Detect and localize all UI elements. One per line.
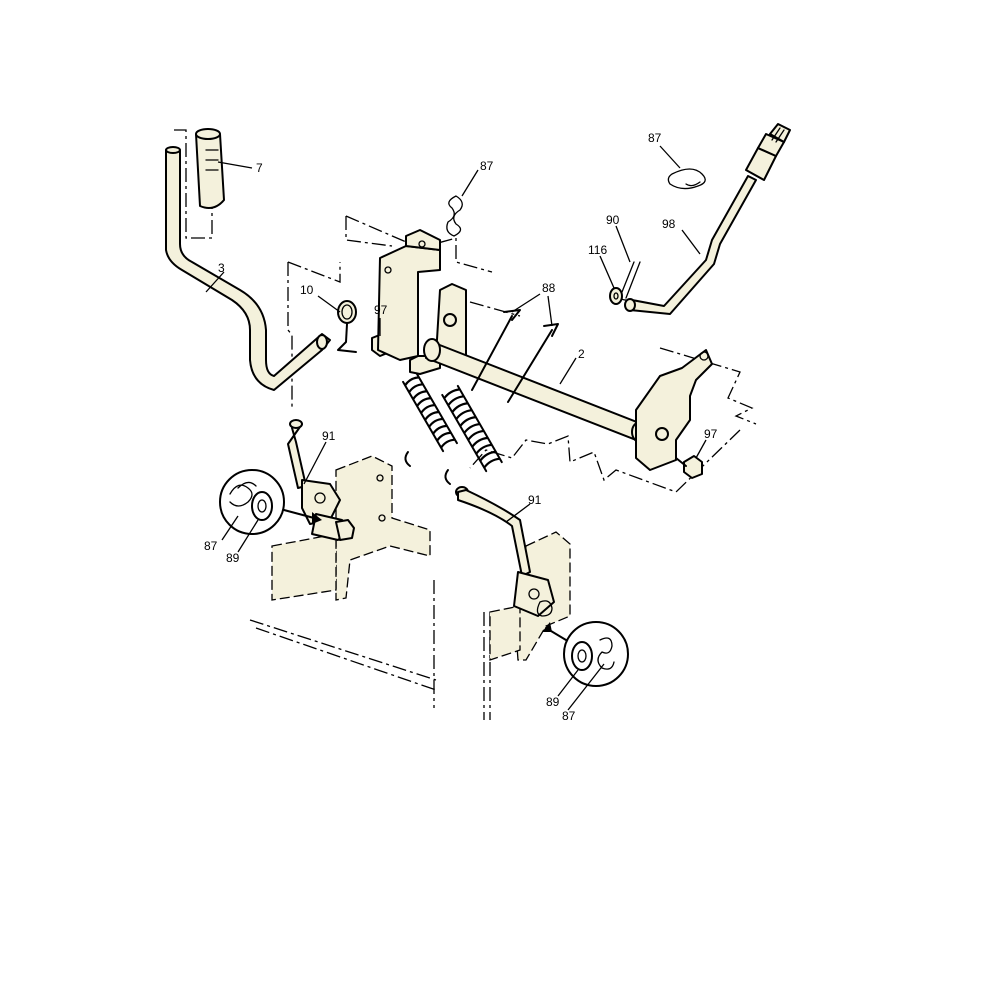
- callout-87-bottom: 87: [562, 709, 576, 723]
- callout-labels: 7 3 10 97 87 88 2 87 90 98 116 97 91 87 …: [204, 131, 718, 723]
- callout-89-left: 89: [226, 551, 240, 565]
- callout-91-right: 91: [528, 493, 542, 507]
- callout-87-right: 87: [648, 131, 662, 145]
- hairpin-clip-87-right: [667, 168, 706, 190]
- pivot-bracket: [377, 229, 467, 375]
- right-detail-circle: [542, 621, 629, 687]
- callout-87-left: 87: [204, 539, 218, 553]
- callout-7: 7: [256, 161, 263, 175]
- hairpin-clip-87-top: [446, 195, 463, 237]
- adjustment-rod: [624, 123, 791, 315]
- lift-lever: [165, 146, 331, 391]
- callout-3: 3: [218, 261, 225, 275]
- callout-98: 98: [662, 217, 676, 231]
- callout-90: 90: [606, 213, 620, 227]
- left-deck-bracket: [271, 455, 431, 601]
- callout-88: 88: [542, 281, 556, 295]
- bolt-97-right: [675, 455, 703, 479]
- callout-97-right: 97: [704, 427, 718, 441]
- right-lift-link: [455, 486, 555, 617]
- callout-97-upper: 97: [374, 303, 388, 317]
- shaft-arm-bracket: [635, 349, 713, 471]
- callout-10: 10: [300, 283, 314, 297]
- handle-grip: [195, 128, 225, 209]
- torsion-spring: [337, 300, 357, 353]
- washer-116: [609, 287, 623, 305]
- callout-91-left: 91: [322, 429, 336, 443]
- clip-90: [620, 261, 641, 301]
- left-lift-link: [287, 419, 355, 541]
- extension-springs: [402, 309, 559, 485]
- callout-116: 116: [588, 243, 607, 257]
- callout-2: 2: [578, 347, 585, 361]
- leader-lines: [205, 145, 707, 711]
- callout-89-right: 89: [546, 695, 560, 709]
- callout-87-top: 87: [480, 159, 494, 173]
